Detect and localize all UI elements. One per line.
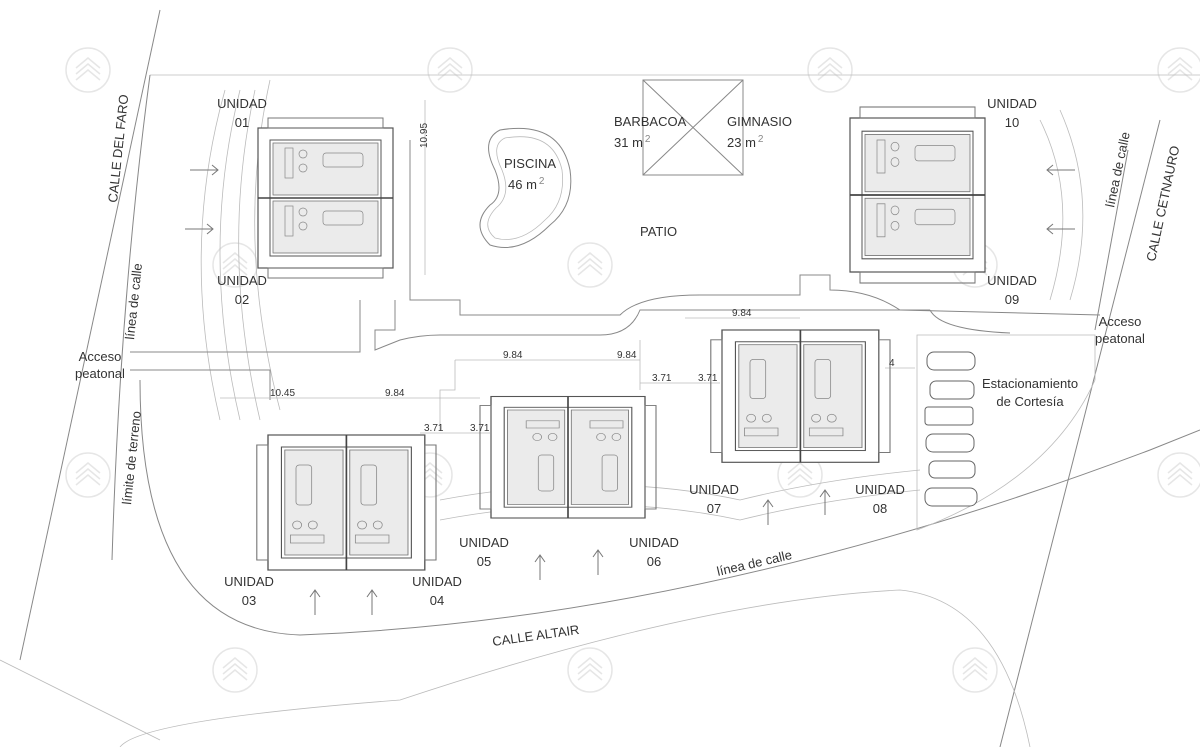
barbacoa-area-superscript: 2 [645, 134, 651, 145]
unit-block-07-08 [709, 329, 891, 464]
unit-block-03-04 [255, 434, 437, 571]
gimnasio-label: GIMNASIO [727, 114, 792, 129]
dimension-labels: 10.95 10.45 9.84 9.84 9.84 9.84 3.71 3.7… [270, 123, 895, 434]
limite-de-terreno: límite de terreno [119, 410, 144, 505]
svg-text:3.71: 3.71 [652, 373, 672, 384]
street-calle-del-faro: CALLE DEL FARO [105, 94, 131, 204]
barbacoa-area: 31 m [614, 135, 643, 150]
patio-label: PATIO [640, 224, 677, 239]
linea-de-calle-left: línea de calle [122, 263, 145, 341]
street-calle-altair: CALLE ALTAIR [491, 622, 580, 649]
gimnasio-area: 23 m [727, 135, 756, 150]
piscina-label: PISCINA [504, 156, 556, 171]
svg-text:3.71: 3.71 [698, 373, 718, 384]
svg-text:9.84: 9.84 [617, 350, 637, 361]
svg-text:4: 4 [889, 358, 895, 369]
svg-text:9.84: 9.84 [385, 388, 405, 399]
unit-block-05-06 [479, 395, 657, 519]
linea-de-calle-right: línea de calle [1102, 131, 1133, 209]
svg-text:3.71: 3.71 [470, 423, 490, 434]
unit-block-01-02 [257, 117, 394, 279]
barbacoa-label: BARBACOA [614, 114, 687, 129]
svg-text:3.71: 3.71 [424, 423, 444, 434]
piscina-area-superscript: 2 [539, 176, 545, 187]
unit-block-09-10 [849, 106, 986, 284]
linea-de-calle-bottom: línea de calle [715, 547, 793, 579]
svg-text:9.84: 9.84 [503, 350, 523, 361]
gimnasio-area-superscript: 2 [758, 134, 764, 145]
svg-text:10.95: 10.95 [419, 123, 430, 148]
piscina-area: 46 m [508, 177, 537, 192]
svg-text:9.84: 9.84 [732, 308, 752, 319]
site-lines [0, 9, 1200, 747]
svg-text:10.45: 10.45 [270, 388, 295, 399]
